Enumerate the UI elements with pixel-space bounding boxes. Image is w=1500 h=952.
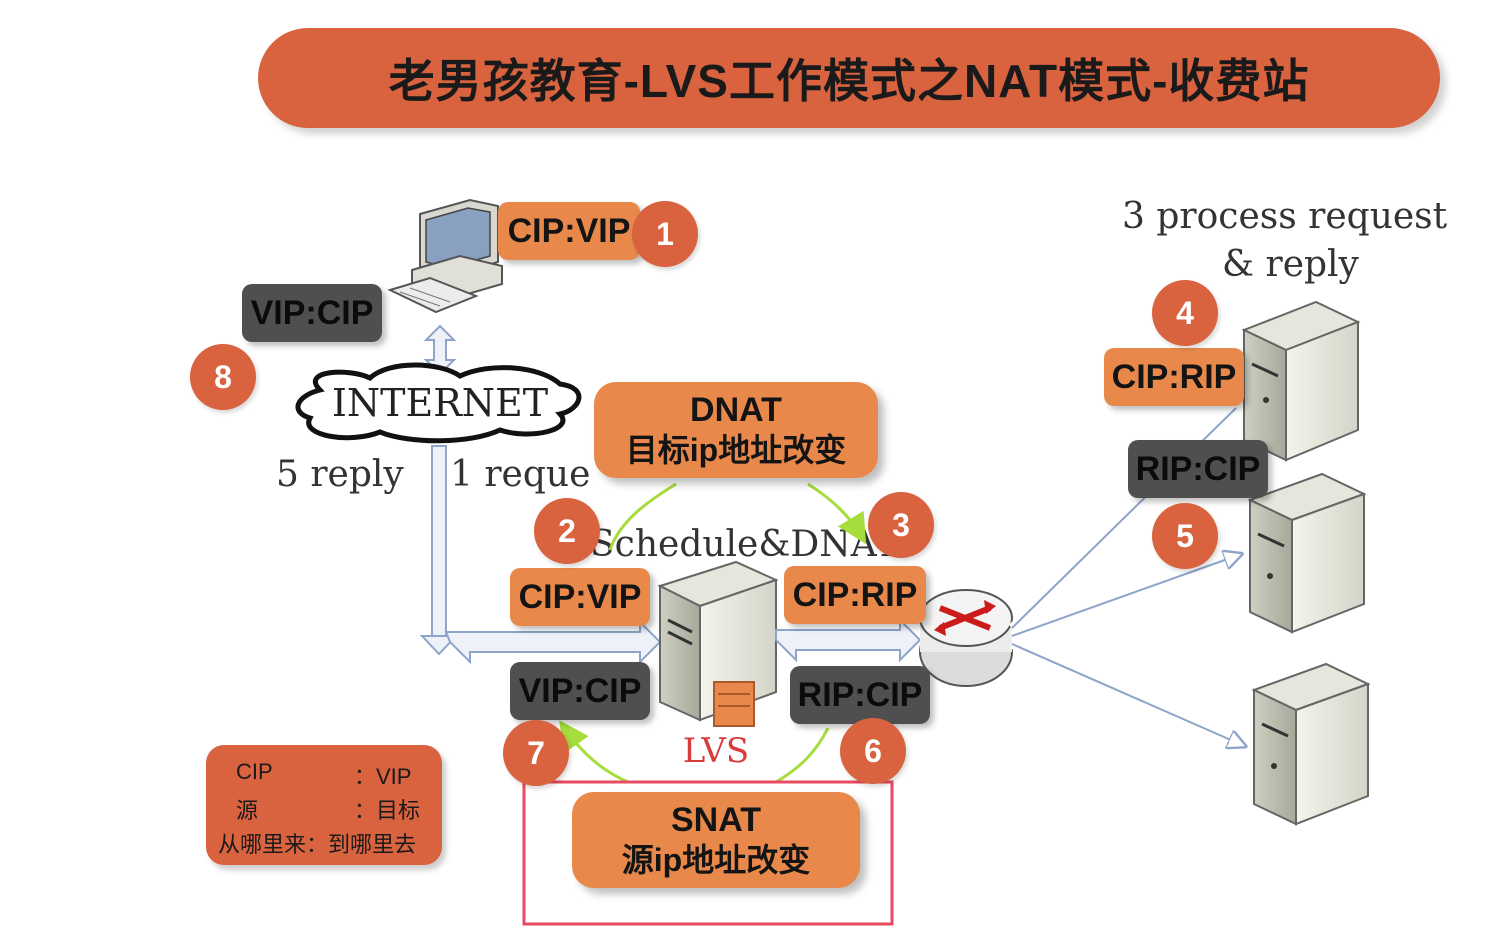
lvs-label: LVS	[683, 731, 749, 771]
green-arrow-dnat-out	[807, 482, 867, 545]
process-label-line2: & reply	[1222, 244, 1360, 285]
step-badge-5: 5	[1152, 503, 1218, 569]
green-arrow-snat-in	[775, 727, 830, 784]
internet-label: INTERNET	[332, 381, 548, 425]
real-server-1-icon	[1241, 300, 1361, 462]
reply-label: 5 reply	[276, 454, 404, 495]
green-arrow-dnat-in	[608, 482, 677, 551]
router-icon	[919, 589, 1013, 687]
step-badge-3: 3	[868, 492, 934, 558]
snat-chain-box	[522, 780, 894, 926]
tag-rs-in: CIP:RIP	[1104, 348, 1244, 406]
legend-vip: ：VIP	[354, 764, 412, 789]
tag-client-out: CIP:VIP	[498, 202, 640, 260]
snat-callout: SNAT 源ip地址改变	[572, 792, 860, 888]
step-badge-2: 2	[534, 498, 600, 564]
dnat-title: DNAT	[690, 391, 782, 429]
tag-client-in: VIP:CIP	[242, 284, 382, 342]
title-banner: 老男孩教育-LVS工作模式之NAT模式-收费站	[258, 28, 1440, 128]
tag-rs-reply: RIP:CIP	[1128, 440, 1268, 498]
legend-target: ：目标	[354, 798, 421, 823]
snat-desc: 源ip地址改变	[621, 842, 811, 878]
legend-cip: CIP	[236, 759, 273, 784]
dnat-desc: 目标ip地址改变	[625, 432, 847, 468]
step-badge-1: 1	[632, 201, 698, 267]
snat-title: SNAT	[670, 801, 762, 839]
legend-from-to: 从哪里来：到哪里去	[218, 832, 417, 857]
step-badge-7: 7	[503, 720, 569, 786]
tag-lvs-reply: RIP:CIP	[790, 666, 930, 724]
tag-lvs-out: CIP:RIP	[784, 566, 926, 624]
tag-lvs-back: VIP:CIP	[510, 662, 650, 720]
schedule-label: Schedule&DNAT	[590, 524, 899, 565]
real-server-2-icon	[1247, 472, 1367, 634]
dnat-callout: DNAT 目标ip地址改变	[594, 382, 878, 478]
lvs-router-arrow	[775, 617, 922, 663]
request-label: 1 reque	[450, 454, 590, 495]
step-badge-4: 4	[1152, 280, 1218, 346]
tag-lvs-in: CIP:VIP	[510, 568, 650, 626]
legend-source: 源	[236, 798, 259, 823]
step-badge-8: 8	[190, 344, 256, 410]
client-computer-icon	[387, 198, 503, 314]
step-badge-6: 6	[840, 718, 906, 784]
green-arrow-snat-out	[559, 720, 629, 784]
lvs-server-icon	[657, 560, 779, 727]
internet-lvs-arrow	[419, 445, 662, 665]
real-server-3-icon	[1251, 662, 1371, 826]
internet-cloud-icon	[295, 362, 582, 444]
legend-box: CIP ：VIP 源 ：目标 从哪里来：到哪里去	[206, 745, 442, 865]
page-title: 老男孩教育-LVS工作模式之NAT模式-收费站	[388, 55, 1310, 107]
process-label-line1: 3 process request	[1122, 196, 1448, 237]
